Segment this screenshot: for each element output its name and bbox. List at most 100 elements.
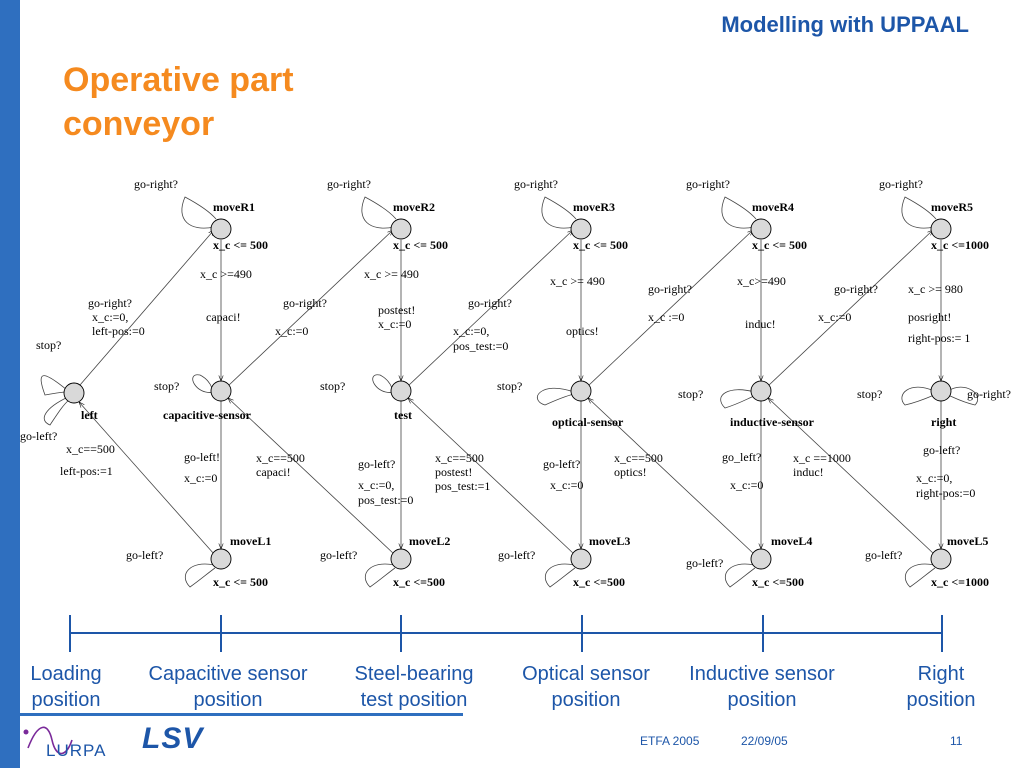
loop-left-b [43, 396, 70, 426]
loc-moveR5: moveR5 [931, 200, 973, 214]
self-loops [40, 196, 978, 588]
loop-moveL1 [184, 563, 216, 588]
loop-moveL2 [364, 563, 396, 588]
position-loading: Loading position [30, 661, 101, 713]
label-cap-g1: go-right? [283, 296, 327, 310]
label-test-ret2: postest! [435, 465, 472, 479]
loc-test: test [394, 408, 412, 422]
footer-page-number: 11 [950, 734, 963, 748]
loc-moveR4: moveR4 [752, 200, 794, 214]
label-opt-stop: stop? [497, 379, 522, 393]
label-ind-l2: x_c:=0 [730, 478, 763, 492]
inv-moveL5: x_c <=1000 [931, 575, 989, 589]
label-l1-goleft: go-left? [126, 548, 163, 562]
node-moveR4 [750, 218, 772, 240]
position-capacitive-line2: position [193, 689, 263, 711]
label-left-goleft: go-left? [20, 429, 57, 443]
label-cap-stop: stop? [154, 379, 179, 393]
label-left-g3: left-pos:=0 [92, 324, 145, 338]
label-opt-g1: go-right? [648, 282, 692, 296]
node-moveL1 [210, 548, 232, 570]
node-moveR2 [390, 218, 412, 240]
loop-moveR5 [901, 196, 937, 229]
position-inductive: Inductive sensor position [689, 661, 835, 713]
label-test-ret3: pos_test:=1 [435, 479, 490, 493]
edge-inductive-moveR5 [767, 230, 933, 387]
position-optical-line1: Optical sensor [522, 663, 650, 685]
node-moveR3 [570, 218, 592, 240]
label-ind-ret1: x_c ==1000 [793, 451, 851, 465]
label-left-ret1: x_c==500 [66, 442, 115, 456]
loop-moveR4 [721, 196, 757, 229]
label-l3-goleft: go-left? [498, 548, 535, 562]
lurpa-logo: LURPA [23, 726, 106, 760]
node-inductive [750, 380, 772, 402]
footer-conference: ETFA 2005 [640, 734, 700, 748]
label-r1-goright: go-right? [134, 177, 178, 191]
label-r3-goright: go-right? [514, 177, 558, 191]
position-track [69, 615, 943, 652]
label-cap-l2: x_c:=0 [184, 471, 217, 485]
loop-moveL5 [904, 563, 936, 588]
loc-moveL5: moveL5 [947, 534, 988, 548]
node-moveL5 [930, 548, 952, 570]
label-test-l1: go-left? [358, 457, 395, 471]
label-test-stop: stop? [320, 379, 345, 393]
label-test-g3: pos_test:=0 [453, 339, 508, 353]
label-cap-ret2: capaci! [256, 465, 291, 479]
inv-moveL1: x_c <= 500 [213, 575, 268, 589]
inv-moveR2: x_c <= 500 [393, 238, 448, 252]
node-moveL2 [390, 548, 412, 570]
location-nodes [63, 218, 952, 570]
label-cap-ret1: x_c==500 [256, 451, 305, 465]
edge-moveL3-test [408, 398, 575, 555]
label-r5-goright: go-right? [879, 177, 923, 191]
inv-moveL2: x_c <=500 [393, 575, 445, 589]
node-moveR1 [210, 218, 232, 240]
label-right-l2: x_c:=0, [916, 471, 952, 485]
inv-moveL3: x_c <=500 [573, 575, 625, 589]
label-cap-g2: x_c:=0 [275, 324, 308, 338]
label-r1-guard: x_c >=490 [200, 267, 252, 281]
label-r2-guard: x_c >= 490 [364, 267, 419, 281]
label-l2-goleft: go-left? [320, 548, 357, 562]
loop-moveL3 [544, 563, 576, 588]
position-steel-test-line2: test position [360, 689, 468, 711]
loop-moveR3 [541, 196, 577, 229]
edge-moveL2-capacitive [228, 398, 395, 555]
label-r1-sync: capaci! [206, 310, 241, 324]
position-inductive-line2: position [727, 689, 797, 711]
inv-moveR3: x_c <= 500 [573, 238, 628, 252]
edge-left-moveR1 [79, 230, 214, 386]
position-right: Right position [907, 661, 976, 713]
loop-moveR1 [181, 196, 217, 229]
label-test-ret1: x_c==500 [435, 451, 484, 465]
lurpa-logo-text: LURPA [46, 741, 106, 760]
loc-moveL3: moveL3 [589, 534, 630, 548]
label-left-g1: go-right? [88, 296, 132, 310]
label-right-l1: go-left? [923, 443, 960, 457]
header-title: Modelling with UPPAAL [721, 12, 969, 37]
loop-left-a [40, 375, 68, 396]
edge-moveL4-optical [588, 398, 755, 555]
node-moveR5 [930, 218, 952, 240]
label-r4-sync: induc! [745, 317, 776, 331]
label-ind-l1: go_left? [722, 450, 761, 464]
node-optical [570, 380, 592, 402]
left-accent-bar [0, 0, 20, 768]
loc-left: left [81, 408, 98, 422]
position-right-line1: Right [917, 663, 965, 685]
position-optical: Optical sensor position [522, 661, 650, 713]
label-r5-guard: x_c >= 980 [908, 282, 963, 296]
edge-moveL1-left [79, 402, 215, 555]
loop-inductive [720, 389, 755, 409]
position-steel-test-line1: Steel-bearing [354, 663, 474, 685]
inv-moveR4: x_c <= 500 [752, 238, 807, 252]
label-opt-ret2: optics! [614, 465, 647, 479]
label-r5-sync1: posright! [908, 310, 951, 324]
footer-divider [20, 713, 463, 716]
position-capacitive-line1: Capacitive sensor [148, 663, 308, 685]
loop-test [372, 374, 395, 393]
position-inductive-line1: Inductive sensor [689, 663, 835, 685]
